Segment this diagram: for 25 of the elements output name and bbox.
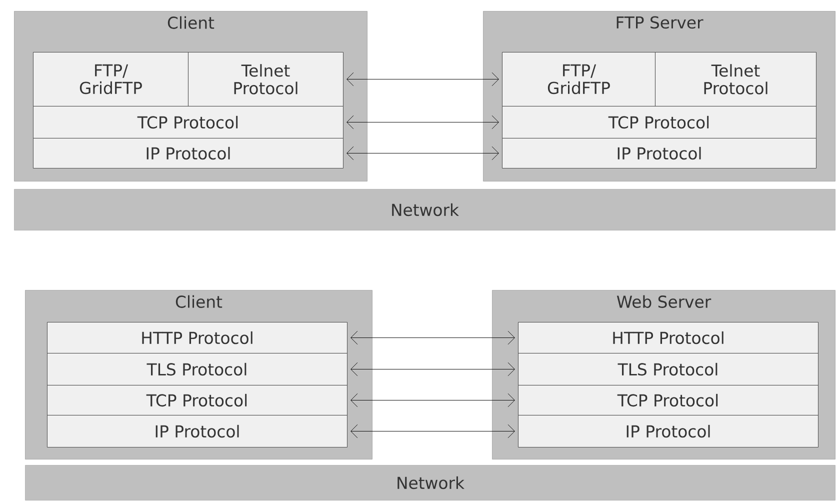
protocol-layer: HTTP Protocol — [518, 322, 818, 354]
protocol-layer: Telnet Protocol — [655, 52, 816, 106]
protocol-layer: TLS Protocol — [47, 353, 348, 386]
arrow — [350, 330, 515, 345]
network-band: Network — [25, 465, 836, 500]
protocol-layer: Telnet Protocol — [188, 52, 344, 106]
protocol-layer: TCP Protocol — [502, 106, 816, 138]
protocol-layer: HTTP Protocol — [47, 322, 348, 354]
arrow — [350, 362, 515, 376]
protocol-layer: TCP Protocol — [47, 385, 348, 416]
protocol-layer: FTP/ GridFTP — [502, 52, 656, 106]
arrow — [346, 72, 499, 86]
arrow — [350, 424, 515, 438]
protocol-layer: TCP Protocol — [518, 385, 818, 416]
protocol-layer: IP Protocol — [47, 415, 348, 448]
protocol-layer: TCP Protocol — [33, 106, 344, 138]
arrow — [346, 146, 499, 160]
network-band: Network — [14, 189, 836, 230]
protocol-layer: IP Protocol — [502, 138, 816, 168]
protocol-layer: FTP/ GridFTP — [33, 52, 188, 106]
arrow — [350, 393, 515, 408]
protocol-layer: TLS Protocol — [518, 353, 818, 386]
protocol-layer: IP Protocol — [518, 415, 818, 448]
protocol-layer: IP Protocol — [33, 138, 344, 168]
arrow — [346, 115, 499, 130]
